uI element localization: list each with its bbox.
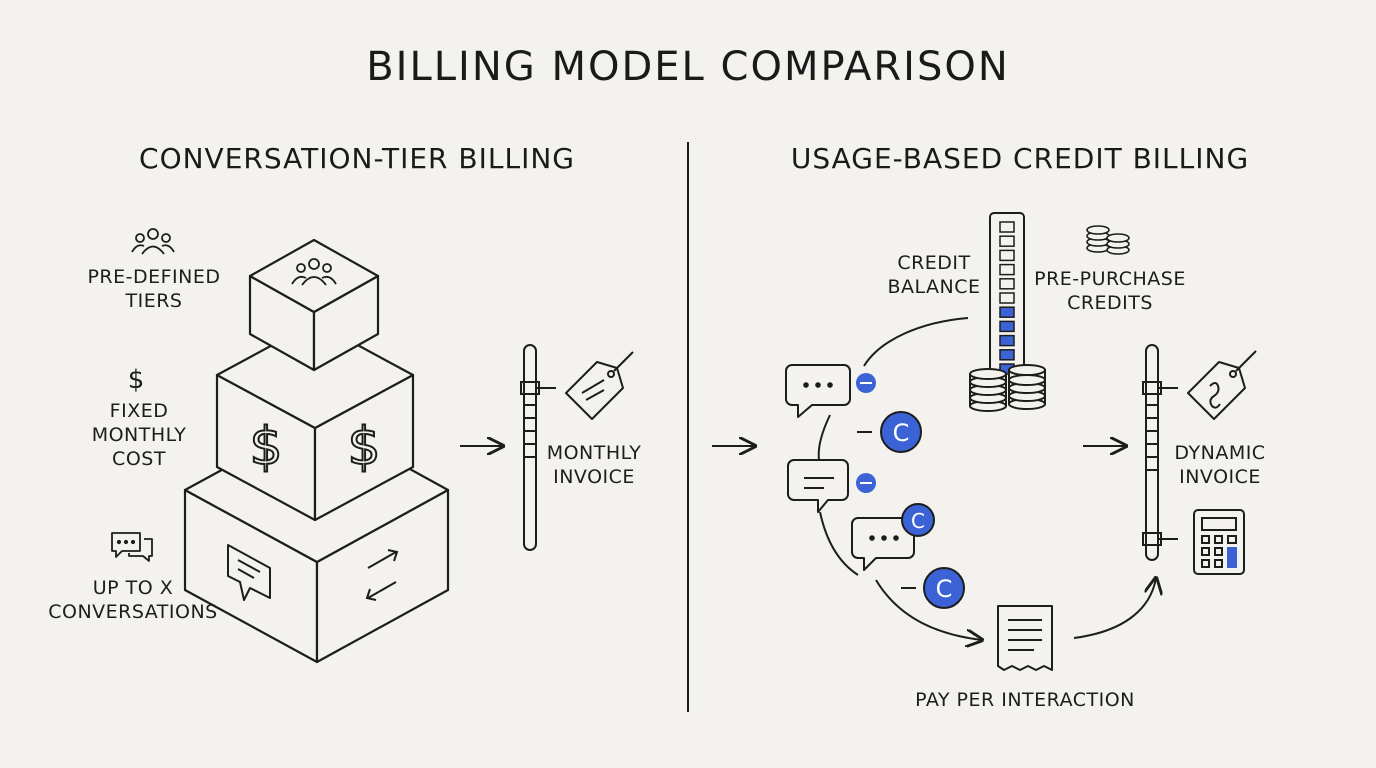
chat-bubble-icon — [787, 459, 849, 513]
meter-cell-empty — [999, 249, 1015, 262]
dollar-icon: $ — [128, 365, 145, 395]
coins-icon — [969, 364, 1046, 412]
meter-cell-filled — [999, 349, 1015, 361]
label-fixed-monthly-cost: FIXED MONTHLY COST — [91, 400, 187, 470]
label-pre-purchase-credits: PRE-PURCHASE CREDITS — [1034, 268, 1186, 314]
credit-coin-icon: C — [901, 503, 935, 537]
label-monthly-invoice: MONTHLY INVOICE — [546, 442, 642, 488]
people-icon — [131, 228, 175, 255]
flow-curve — [1073, 578, 1156, 639]
meter-cell-empty — [999, 221, 1015, 233]
label-pay-per-interaction: PAY PER INTERACTION — [915, 689, 1135, 711]
credit-coin-icon: C — [880, 411, 922, 453]
meter-cell-empty — [999, 278, 1015, 290]
dollar-icon: $ — [347, 417, 380, 477]
credit-meter-icon — [989, 212, 1025, 375]
label-dynamic-invoice: DYNAMIC INVOICE — [1174, 442, 1266, 488]
exchange-icon — [365, 549, 399, 601]
label-up-to-x-conversations: UP TO X CONVERSATIONS — [48, 577, 218, 623]
minus-marker — [856, 373, 876, 393]
invoice-tag-icon — [1187, 350, 1257, 420]
dollar-icon: $ — [249, 417, 282, 477]
flow-curve — [875, 579, 982, 640]
receipt-icon — [997, 605, 1053, 671]
invoice-scale — [520, 344, 556, 551]
left-heading: CONVERSATION-TIER BILLING — [139, 142, 575, 175]
page-title: BILLING MODEL COMPARISON — [366, 44, 1010, 90]
chat-icon — [227, 544, 271, 601]
tier-block-top — [248, 238, 380, 372]
meter-cell-filled — [999, 320, 1015, 333]
svg-text:C: C — [936, 575, 953, 603]
meter-cell-filled — [999, 306, 1015, 318]
chat-bubble-icon — [785, 364, 851, 418]
invoice-scale — [1142, 344, 1178, 561]
credit-coin-icon: C — [923, 567, 965, 609]
flow-curve — [863, 317, 969, 367]
minus-marker — [856, 473, 876, 493]
coin-stack-right — [1008, 364, 1046, 410]
right-heading: USAGE-BASED CREDIT BILLING — [790, 142, 1250, 175]
credit-meter-cells — [999, 221, 1015, 375]
tier-block-middle — [215, 320, 415, 522]
people-icon — [291, 258, 337, 286]
meter-cell-empty — [999, 292, 1015, 304]
chat-bubble-icon — [111, 532, 153, 562]
coin-stack-left — [969, 368, 1007, 412]
flow-curve — [819, 511, 859, 576]
coin-stack-icon — [1086, 225, 1130, 255]
svg-text:C: C — [893, 419, 910, 447]
meter-cell-empty — [999, 235, 1015, 247]
calculator-icon — [1193, 509, 1245, 575]
svg-text:C: C — [911, 509, 925, 533]
label-credit-balance: CREDIT BALANCE — [887, 252, 981, 298]
invoice-tag-icon — [565, 351, 634, 420]
meter-cell-filled — [999, 334, 1015, 347]
meter-cell-empty — [999, 263, 1015, 276]
label-pre-defined-tiers: PRE-DEFINED TIERS — [87, 266, 221, 312]
